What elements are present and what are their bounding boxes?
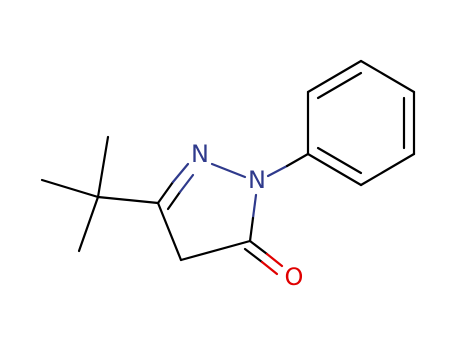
bond-c5-o-outer-red <box>265 252 284 268</box>
bond-tbu-methyl-bottom <box>77 195 100 253</box>
bond-n1-phenyl-blue <box>266 164 289 178</box>
bond-tbu-methyl-top <box>96 135 110 199</box>
bond-c5-o-inner-red <box>260 260 279 276</box>
phenyl-bond-6 <box>306 152 363 187</box>
atom-label-n2: N <box>191 140 209 168</box>
phenyl-bond-5 <box>359 152 416 187</box>
bond-c4-c3 <box>156 201 183 262</box>
bond-tbu-ring <box>96 195 160 205</box>
bond-n1-c5-blue <box>251 193 258 220</box>
bond-c5-o-inner-black <box>243 247 264 264</box>
atom-label-o: O <box>285 263 304 291</box>
bond-n1-c5-black <box>248 216 255 243</box>
bond-c5-c4 <box>179 239 252 262</box>
bond-c3-n2-inner-blue <box>178 173 195 194</box>
phenyl-inner-bond-c <box>316 146 363 175</box>
bond-c3-n2-inner-black <box>166 190 182 211</box>
tert-butyl-group <box>40 135 160 253</box>
phenyl-bond-3 <box>359 59 416 94</box>
phenyl-ring <box>306 59 416 187</box>
phenyl-bond-2 <box>306 59 363 94</box>
pyrazolone-ring <box>156 162 284 276</box>
bond-n1-phenyl-black <box>285 152 310 168</box>
bond-c3-n2-black <box>156 180 175 205</box>
phenyl-inner-bond-a <box>316 71 363 100</box>
atom-label-n1: N <box>248 166 266 194</box>
bond-c5-o-outer-black <box>248 239 269 256</box>
bond-c3-n2-blue <box>171 162 190 184</box>
bond-n2-n1 <box>210 162 247 179</box>
bond-tbu-methyl-left <box>40 178 100 199</box>
